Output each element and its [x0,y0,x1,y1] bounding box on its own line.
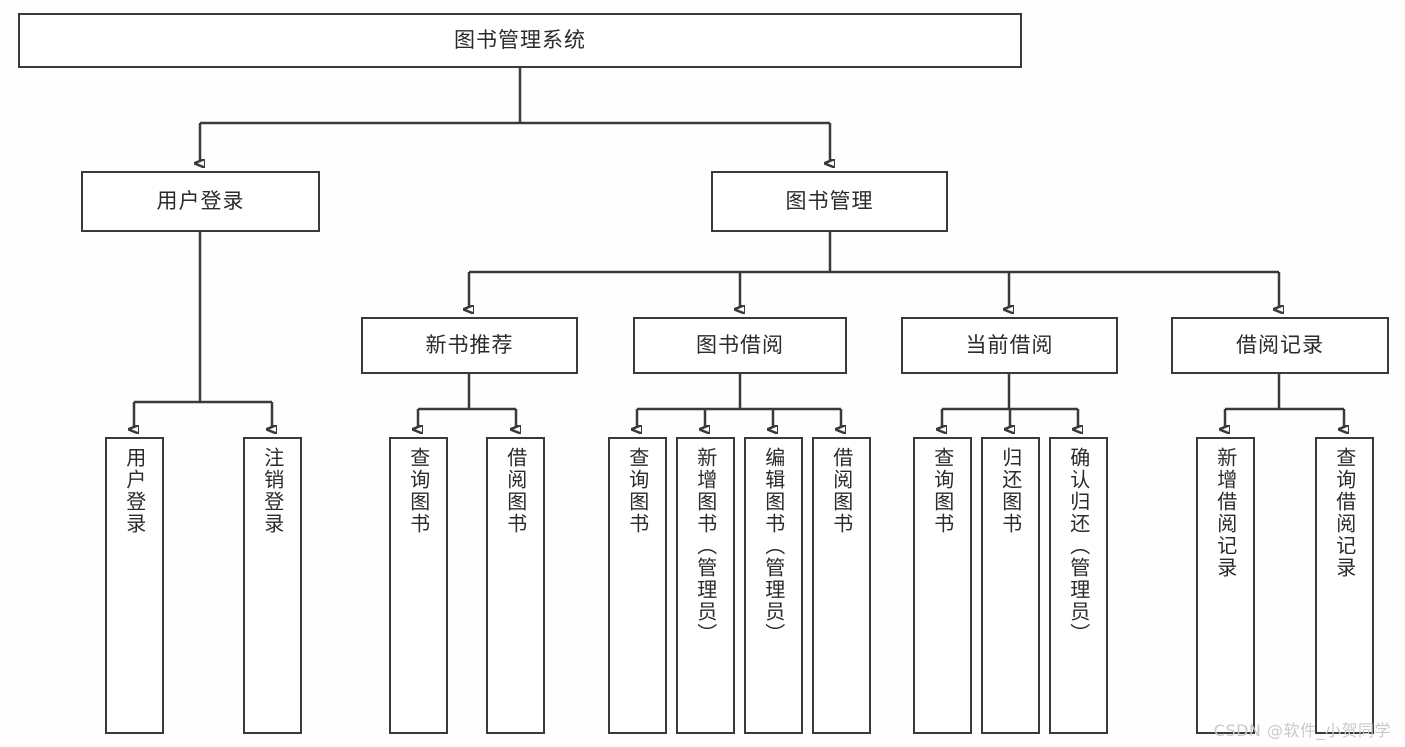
leaf-add-book-admin-label: 新增图书（管理员） [693,447,718,645]
leaf-query-borrow-record[interactable]: 查询借阅记录 [1315,437,1374,734]
leaf-confirm-return-admin-label: 确认归还（管理员） [1066,447,1091,645]
node-new-book-recommend-label: 新书推荐 [425,332,514,357]
node-book-management[interactable]: 图书管理 [711,171,948,232]
leaf-lend-book-label: 借阅图书 [829,447,854,535]
node-borrow-record[interactable]: 借阅记录 [1171,317,1389,374]
leaf-user-login[interactable]: 用户登录 [105,437,164,734]
leaf-query-borrow-record-label: 查询借阅记录 [1332,447,1357,579]
node-root-system[interactable]: 图书管理系统 [18,13,1022,68]
node-book-management-label: 图书管理 [785,188,874,213]
leaf-add-borrow-record-label: 新增借阅记录 [1213,447,1238,579]
leaf-query-book-borrow[interactable]: 查询图书 [608,437,667,734]
leaf-logout-label: 注销登录 [260,447,285,535]
leaf-return-book-label: 归还图书 [998,447,1023,535]
leaf-user-login-label: 用户登录 [122,447,147,535]
node-root-system-label: 图书管理系统 [454,27,586,52]
leaf-query-book-borrow-label: 查询图书 [625,447,650,535]
node-current-borrow-label: 当前借阅 [965,332,1054,357]
leaf-borrow-book-recommend[interactable]: 借阅图书 [486,437,545,734]
leaf-query-book-current[interactable]: 查询图书 [913,437,972,734]
leaf-edit-book-admin-label: 编辑图书（管理员） [761,447,786,645]
leaf-add-borrow-record[interactable]: 新增借阅记录 [1196,437,1255,734]
leaf-query-book-recommend[interactable]: 查询图书 [389,437,448,734]
leaf-confirm-return-admin[interactable]: 确认归还（管理员） [1049,437,1108,734]
node-user-login-label: 用户登录 [156,188,245,213]
leaf-add-book-admin[interactable]: 新增图书（管理员） [676,437,735,734]
leaf-logout[interactable]: 注销登录 [243,437,302,734]
csdn-watermark: CSDN @软件_小贺同学 [1213,721,1391,740]
leaf-return-book[interactable]: 归还图书 [981,437,1040,734]
leaf-edit-book-admin[interactable]: 编辑图书（管理员） [744,437,803,734]
node-new-book-recommend[interactable]: 新书推荐 [361,317,578,374]
node-book-borrow-label: 图书借阅 [696,332,784,357]
node-book-borrow[interactable]: 图书借阅 [633,317,847,374]
node-user-login[interactable]: 用户登录 [81,171,320,232]
node-borrow-record-label: 借阅记录 [1236,332,1324,357]
leaf-query-book-recommend-label: 查询图书 [406,447,431,535]
leaf-lend-book[interactable]: 借阅图书 [812,437,871,734]
node-current-borrow[interactable]: 当前借阅 [901,317,1118,374]
leaf-query-book-current-label: 查询图书 [930,447,955,535]
leaf-borrow-book-recommend-label: 借阅图书 [503,447,528,535]
